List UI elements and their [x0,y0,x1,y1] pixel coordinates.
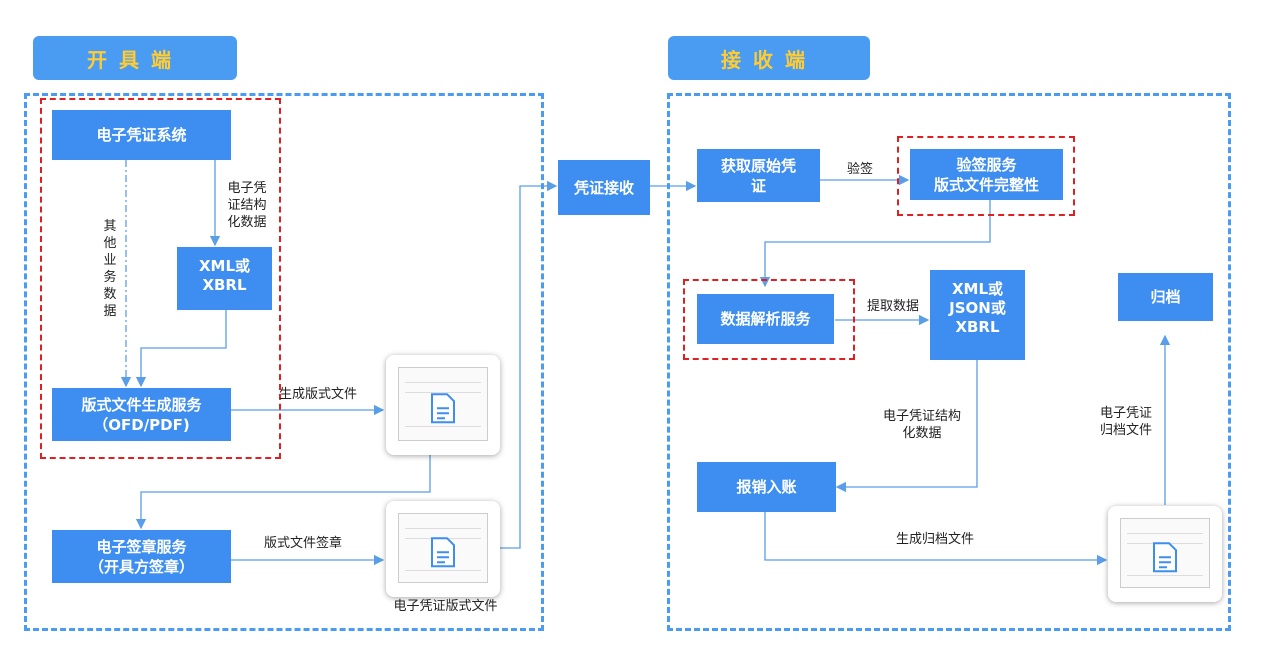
arrow-to-receive [500,180,558,549]
archive-file-thumbnail [1108,506,1222,602]
parse-box[interactable]: 数据解析服务 [697,294,834,344]
extract-data-label: 提取数据 [866,299,919,314]
issuer-region [24,93,544,631]
receive-box[interactable]: 凭证接收 [558,160,650,215]
xml-json-xbrl-doc: XML或 JSON或 XBRL [930,270,1025,360]
voucher-system-box[interactable]: 电子凭证系统 [52,110,231,160]
document-icon [431,393,455,424]
signature-box[interactable]: 电子签章服务 （开具方签章） [52,530,231,583]
arrow-gen-archive-file [764,512,1108,566]
verify-box[interactable]: 验签服务 版式文件完整性 [910,149,1063,200]
parse-group [683,279,855,360]
issuer-header: 开具端 [33,36,237,80]
other-data-label: 其 他 业 务 数 据 [103,219,117,319]
format-gen-box[interactable]: 版式文件生成服务 （OFD/PDF) [52,388,231,441]
arrow-thumb-to-signature [135,454,431,530]
structured-data-2-label: 电子凭证结构 化数据 [882,409,961,441]
arrow-xml-to-format [135,310,227,388]
receiver-region [667,93,1231,631]
verify-group [897,136,1075,216]
gen-archive-file-label: 生成归档文件 [895,532,974,547]
issuer-core-group [40,98,281,459]
arrow-doc-to-reimburse [835,360,978,493]
format-file-thumbnail [386,355,500,455]
get-original-box[interactable]: 获取原始凭 证 [697,149,820,202]
verify-sign-label: 验签 [846,162,873,177]
arrow-verify-to-parse [759,200,991,288]
archive-file-label: 电子凭证 归档文件 [1099,406,1152,438]
signed-file-thumbnail [386,501,500,597]
document-icon [431,537,455,568]
structured-data-label: 电子凭 证结构 化数据 [227,181,267,230]
xml-xbrl-doc: XML或 XBRL [177,247,272,310]
voucher-format-file-label: 电子凭证版式文件 [393,599,498,614]
archive-box[interactable]: 归档 [1118,273,1213,321]
format-sign-label: 版式文件签章 [263,536,342,551]
receiver-header: 接收端 [668,36,870,80]
document-icon [1153,542,1177,573]
reimburse-box[interactable]: 报销入账 [697,462,836,512]
gen-format-file-label: 生成版式文件 [278,387,357,402]
